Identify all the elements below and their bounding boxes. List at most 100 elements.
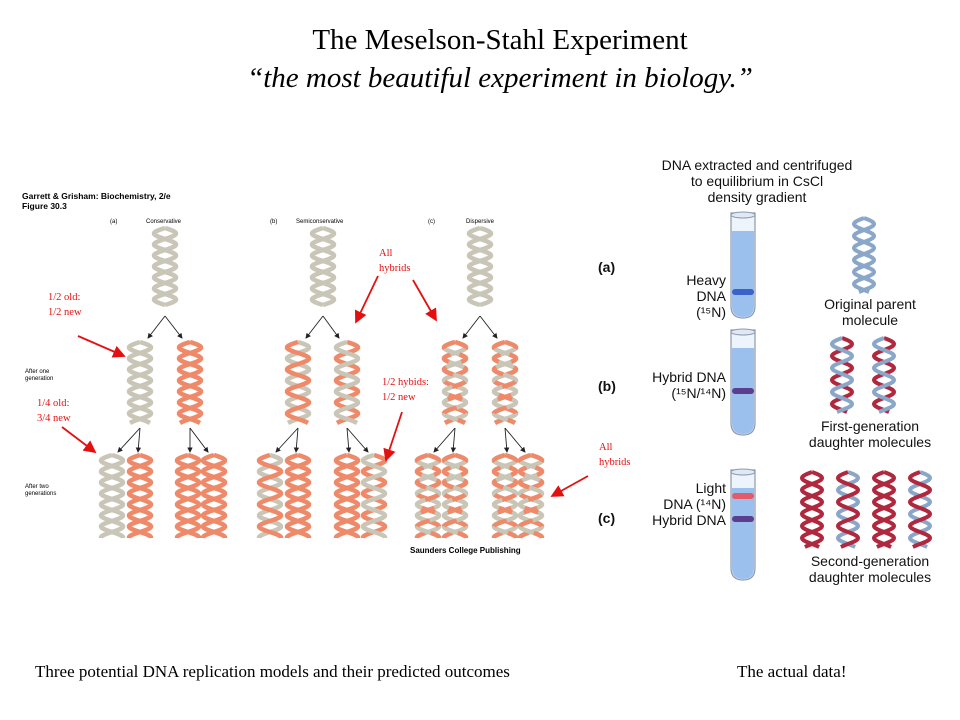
- strand-old: [98, 452, 126, 539]
- strand: [851, 216, 877, 294]
- strand-old: [360, 452, 388, 539]
- strand-old: [256, 452, 284, 539]
- strand-new-segments: [414, 452, 442, 539]
- first-gen-molecule: [871, 336, 897, 414]
- hybrid-band: [732, 516, 754, 522]
- strand-new-segments: [414, 452, 442, 539]
- panel-a-caption-line1: Original parent: [824, 296, 916, 312]
- annotation-arrow: [61, 426, 97, 454]
- panel-b-tube-label-line1: Hybrid DNA: [652, 369, 726, 385]
- panel-a-caption: Original parent molecule: [800, 296, 940, 328]
- row-label-gen2-line2: generations: [25, 491, 57, 497]
- gen1-helix: [441, 339, 469, 425]
- panel-c-tube-label-line2: DNA (¹⁴N): [663, 496, 726, 512]
- model-b-name: Semiconservative: [296, 219, 344, 225]
- gen1-helix: [491, 339, 519, 425]
- model-a-letter: (a): [110, 219, 118, 225]
- strand-new: [333, 452, 361, 539]
- strand-new-segments: [491, 339, 519, 425]
- light-band: [732, 493, 754, 499]
- publisher-credit: Saunders College Publishing: [410, 546, 521, 555]
- gen2-helix: [441, 452, 469, 539]
- tube-c: [730, 468, 756, 581]
- tube-liquid: [732, 231, 754, 317]
- citation-line-1: Garrett & Grisham: Biochemistry, 2/e: [22, 191, 171, 201]
- second-gen-molecule: [871, 470, 897, 549]
- parent-helix: [466, 225, 494, 308]
- panel-c-caption-line1: Second-generation: [810, 553, 930, 569]
- strand-old: [466, 225, 494, 308]
- annotation-half-old-line1: 1/2 old:: [48, 292, 81, 303]
- gen2-helix: [200, 452, 228, 539]
- gen2-helix: [360, 452, 388, 539]
- row-label-gen1-line1: After one: [25, 369, 50, 375]
- branch-arrow: [479, 315, 498, 339]
- citation-line-2: Figure 30.3: [22, 201, 67, 211]
- branch-arrow: [147, 315, 166, 339]
- strand: [829, 336, 855, 414]
- strand-old: [151, 225, 179, 308]
- strand-old: [126, 339, 154, 425]
- strand-new: [284, 339, 312, 425]
- strand-new: [176, 339, 204, 425]
- strand: [799, 470, 825, 549]
- tube-a: [730, 211, 756, 319]
- strand-new: [200, 452, 228, 539]
- strand-new: [284, 452, 312, 539]
- strand-old: [126, 339, 154, 425]
- gen2-helix: [98, 452, 126, 539]
- branch-arrow: [450, 427, 457, 453]
- centrifuge-heading-line3: density gradient: [707, 189, 807, 205]
- model-b-letter: (b): [270, 219, 278, 225]
- gen2-helix: [256, 452, 284, 539]
- annotation-all-hybrids-right-line2: hybrids: [599, 457, 631, 468]
- strand-new-segments: [491, 339, 519, 425]
- annotation-quarter-old-line1: 1/4 old:: [37, 398, 70, 409]
- panel-a-caption-line2: molecule: [841, 312, 899, 328]
- strand-new: [360, 452, 388, 539]
- strand-new: [176, 339, 204, 425]
- result-helices: [799, 216, 933, 549]
- panel-a-tube-label-line1: Heavy: [686, 272, 726, 288]
- panel-b-caption-line1: First-generation: [820, 418, 920, 434]
- second-gen-molecule: [835, 470, 861, 549]
- gen2-helix: [126, 452, 154, 539]
- gen1-helix: [284, 339, 312, 425]
- annotation-arrows: [61, 275, 589, 497]
- strand-old: [151, 225, 179, 308]
- gen2-helix: [491, 452, 519, 539]
- gen2-helix: [174, 452, 202, 539]
- panel-b-caption-line2: daughter molecules: [808, 434, 932, 450]
- strand-old: [309, 225, 337, 308]
- panel-a-letter: (a): [598, 259, 616, 275]
- annotation-all-hybrids-right-line1: All: [599, 442, 613, 453]
- annotation-all-hybrids-top-line2: hybrids: [379, 263, 411, 274]
- strand-new-segments: [517, 452, 545, 539]
- gen2-helix: [414, 452, 442, 539]
- branch-arrow: [322, 315, 340, 339]
- branch-arrow: [275, 427, 299, 453]
- panel-a-tube-label: Heavy DNA (¹⁵N): [664, 272, 726, 320]
- centrifuge-heading: DNA extracted and centrifuged to equilib…: [632, 157, 882, 205]
- annotation-all-hybrids-right: All hybrids: [599, 440, 631, 470]
- panel-c-caption: Second-generation daughter molecules: [790, 553, 950, 585]
- strand-new: [174, 452, 202, 539]
- strand-new: [333, 452, 361, 539]
- panel-b-letter: (b): [598, 378, 616, 394]
- tube-rim: [730, 211, 756, 219]
- strand-new-segments: [441, 452, 469, 539]
- annotation-arrow: [550, 475, 589, 497]
- strand-new-segments: [491, 452, 519, 539]
- strand-new: [200, 452, 228, 539]
- strand-new: [256, 452, 284, 539]
- centrifuge-heading-line2: to equilibrium in CsCl: [690, 173, 824, 189]
- strand-new-segments: [441, 339, 469, 425]
- tube-b: [730, 328, 756, 436]
- branch-arrow: [346, 427, 369, 453]
- centrifuge-heading-line1: DNA extracted and centrifuged: [661, 157, 853, 173]
- model-c-letter: (c): [428, 219, 435, 225]
- annotation-half-hybrids-line2: 1/2 new: [382, 392, 416, 403]
- annotation-all-hybrids-top-line1: All: [379, 248, 393, 259]
- strand-new-segments: [441, 452, 469, 539]
- branch-arrow: [189, 427, 209, 453]
